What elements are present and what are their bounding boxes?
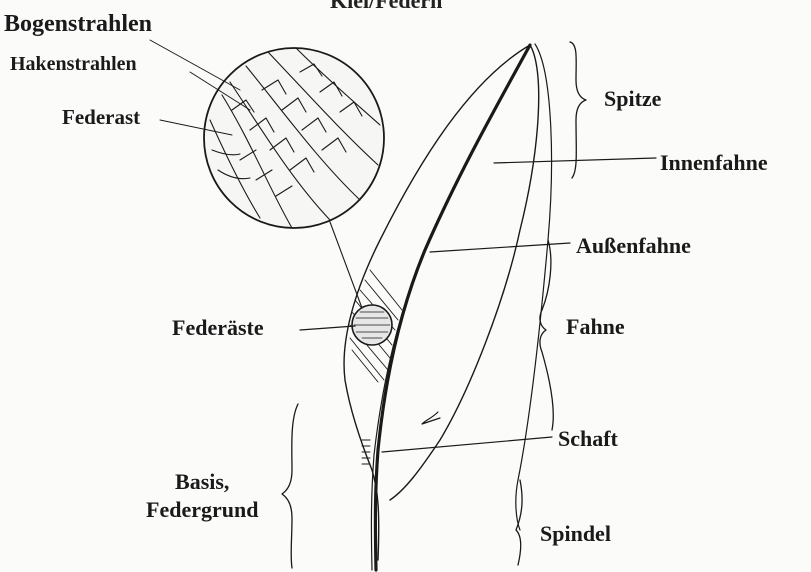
label-basis-federgrund: Basis, Federgrund	[146, 468, 258, 523]
inner-vane-edge	[516, 44, 552, 530]
magnify-connector	[330, 222, 362, 308]
brace-spindel	[516, 480, 522, 565]
shaft-line	[375, 45, 530, 570]
brace-basis	[282, 404, 298, 568]
label-spitze: Spitze	[604, 88, 661, 110]
label-fahne: Fahne	[566, 316, 625, 338]
label-basis: Basis,	[146, 468, 258, 496]
vane-curl	[422, 412, 440, 424]
label-hakenstrahlen: Hakenstrahlen	[10, 54, 137, 74]
label-schaft: Schaft	[558, 428, 618, 450]
leader-federaeste	[300, 326, 355, 330]
label-federaeste: Federäste	[172, 317, 264, 339]
brace-fahne	[540, 240, 553, 430]
label-federgrund: Federgrund	[146, 496, 258, 524]
label-spindel: Spindel	[540, 523, 611, 545]
label-innenfahne: Innenfahne	[660, 152, 768, 174]
brace-spitze	[570, 42, 586, 178]
inner-vane-outline	[390, 45, 539, 500]
leader-schaft	[382, 437, 552, 452]
label-aussenfahne: Außenfahne	[576, 235, 691, 257]
shaft-line-secondary	[371, 50, 528, 570]
magnified-detail-circle	[204, 48, 384, 228]
leader-bogenstrahlen	[150, 40, 240, 90]
leader-innenfahne	[494, 158, 656, 163]
label-bogenstrahlen: Bogenstrahlen	[4, 12, 152, 36]
label-federast: Federast	[62, 107, 140, 128]
